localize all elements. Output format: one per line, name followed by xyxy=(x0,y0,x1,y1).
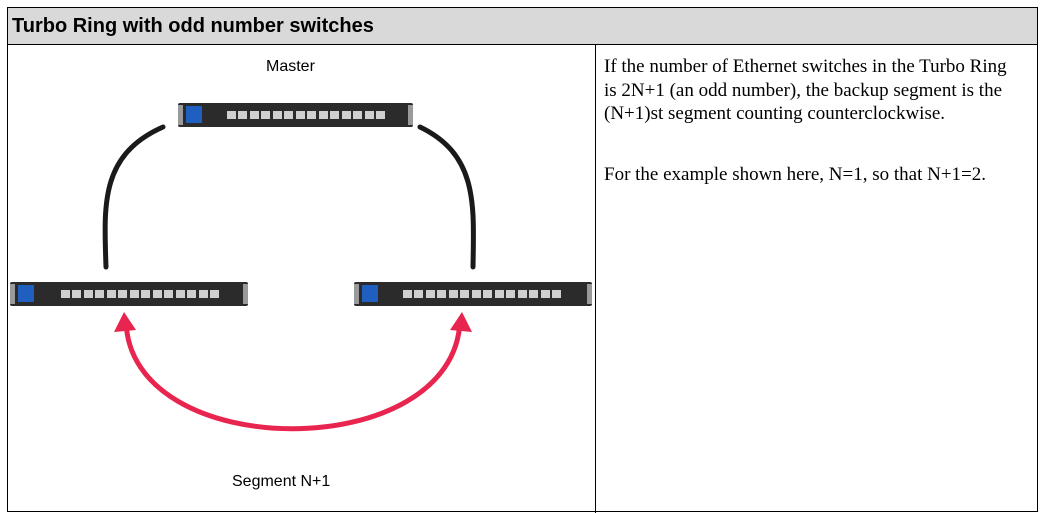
ring-link-right xyxy=(417,124,476,270)
ring-link-left xyxy=(102,124,166,270)
arrowhead-right xyxy=(450,312,472,332)
column-divider xyxy=(595,45,596,513)
diagram-cell: Master Segment N+1 xyxy=(8,45,595,511)
description-paragraph-1: If the number of Ethernet switches in th… xyxy=(604,56,1007,124)
content-table: Turbo Ring with odd number switches xyxy=(7,7,1038,513)
table-header: Turbo Ring with odd number switches xyxy=(8,8,1037,45)
arrowhead-left xyxy=(114,312,136,332)
master-label: Master xyxy=(266,58,315,75)
turbo-ring-diagram xyxy=(10,103,592,432)
description-paragraph-2: For the example shown here, N=1, so that… xyxy=(604,164,986,185)
segment-label: Segment N+1 xyxy=(232,473,331,490)
master-switch xyxy=(178,103,413,127)
backup-segment-arc xyxy=(123,319,463,432)
right-switch xyxy=(354,282,592,306)
description-cell: If the number of Ethernet switches in th… xyxy=(596,45,1036,511)
table-title: Turbo Ring with odd number switches xyxy=(12,15,374,37)
left-switch xyxy=(10,282,248,306)
